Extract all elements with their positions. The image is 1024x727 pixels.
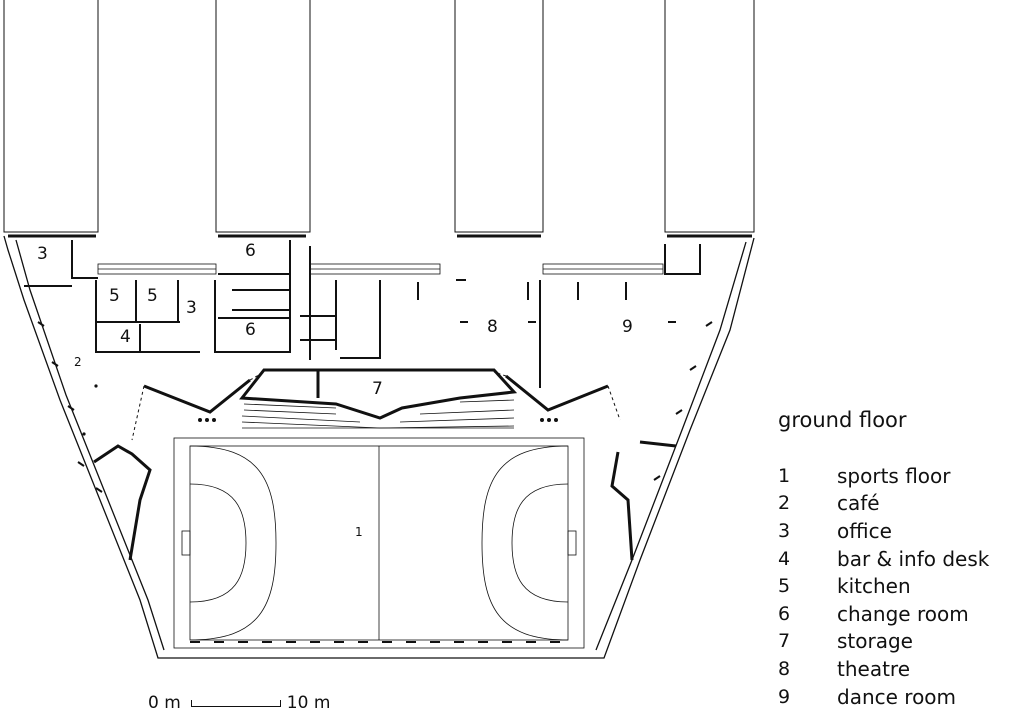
legend-item: 9 dance room [778, 683, 989, 711]
legend-item: 1 sports floor [778, 462, 989, 490]
room-labels: 3 6 5 5 3 4 6 2 8 9 7 1 [37, 241, 633, 539]
legend-item-label: theatre [837, 656, 911, 681]
floor-plan: 3 6 5 5 3 4 6 2 8 9 7 1 [3, 0, 755, 659]
scale-start-label: 0 m [148, 693, 181, 713]
room-label-theatre: 8 [487, 317, 498, 337]
room-label-change-top: 6 [245, 241, 256, 261]
left-block-walls [24, 240, 337, 360]
legend-item-label: bar & info desk [837, 546, 990, 571]
right-block-walls [340, 244, 701, 388]
legend-item-label: café [837, 491, 880, 516]
legend-item: 8 theatre [778, 655, 989, 683]
perimeter-ticks [37, 321, 713, 493]
room-label-kitchen-a: 5 [109, 286, 120, 306]
scale-bar: 0 m 10 m [148, 693, 330, 713]
court-side-walls [93, 374, 677, 561]
legend-item: 5 kitchen [778, 572, 989, 600]
upper-wings [3, 0, 755, 233]
legend-item-number: 8 [778, 657, 791, 680]
legend: 1 sports floor 2 café 3 office 4 bar & info des… [778, 462, 989, 710]
seating-steps [241, 399, 515, 429]
legend-item-number: 5 [778, 575, 791, 598]
room-label-change-bottom: 6 [245, 320, 256, 340]
room-label-sports: 1 [355, 525, 363, 539]
legend-item-label: change room [837, 601, 969, 626]
room-label-dance: 9 [622, 317, 633, 337]
legend-title: ground floor [778, 408, 907, 432]
room-label-cafe: 2 [74, 355, 82, 369]
legend-item: 2 café [778, 490, 989, 518]
legend-item-label: office [837, 518, 892, 543]
legend-item-label: sports floor [837, 463, 951, 488]
room-label-office-mid: 3 [186, 298, 197, 318]
columns [82, 384, 558, 436]
storage-outline [239, 368, 518, 420]
legend-item: 7 storage [778, 628, 989, 656]
building-outline [3, 235, 755, 659]
legend-item-number: 3 [778, 519, 791, 542]
scale-bar-line [190, 699, 281, 707]
legend-item: 6 change room [778, 600, 989, 628]
room-label-office-left: 3 [37, 244, 48, 264]
legend-item-number: 9 [778, 685, 791, 708]
sports-court [173, 437, 585, 649]
legend-item-number: 6 [778, 602, 791, 625]
legend-item: 4 bar & info desk [778, 545, 989, 573]
legend-item-label: storage [837, 629, 913, 654]
legend-item-number: 1 [778, 464, 791, 487]
corridors [97, 263, 664, 275]
legend-item-number: 2 [778, 492, 791, 515]
legend-item-label: dance room [837, 684, 957, 709]
scale-end-label: 10 m [286, 693, 331, 713]
legend-item-label: kitchen [837, 574, 911, 599]
legend-item: 3 office [778, 517, 989, 545]
legend-item-number: 7 [778, 630, 791, 653]
legend-item-number: 4 [778, 547, 791, 570]
room-label-bar: 4 [120, 327, 131, 347]
room-label-storage: 7 [372, 379, 383, 399]
dashed-lines [131, 371, 621, 441]
room-label-kitchen-b: 5 [147, 286, 158, 306]
